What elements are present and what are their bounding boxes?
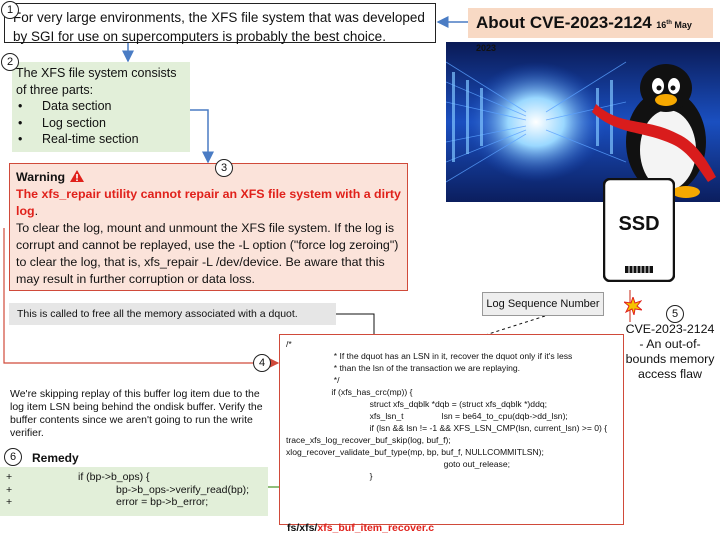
lsn-label: Log Sequence Number: [482, 292, 604, 316]
plus-sign: +: [6, 483, 13, 496]
code-line: xlog_recover_validate_buf_type(mp, bp, b…: [286, 447, 544, 457]
penguin-icon: [592, 64, 716, 198]
patch-line: + if (bp->b_ops) {: [0, 471, 268, 484]
xfs-parts-box: The XFS file system consists of three pa…: [12, 62, 190, 152]
patch-code: if (bp->b_ops) {: [78, 471, 150, 483]
remedy-title: Remedy: [32, 451, 79, 465]
xfs-intro-box: For very large environments, the XFS fil…: [4, 3, 436, 44]
plus-sign: +: [6, 496, 13, 508]
about-title: About CVE-2023-2124: [476, 13, 652, 32]
xfs-parts-list: Data section Log section Real-time secti…: [16, 98, 186, 148]
plus-sign: +: [6, 471, 13, 483]
code-line: * than the lsn of the transaction we are…: [286, 363, 521, 373]
code-line: }: [286, 471, 373, 481]
code-line: if (xfs_has_crc(mp)) {: [286, 387, 413, 397]
remedy-patch: + if (bp->b_ops) { + bp->b_ops->verify_rea…: [0, 467, 268, 516]
patch-line: + bp->b_ops->verify_read(bp);: [0, 484, 268, 497]
step-badge-3: 3: [215, 159, 233, 177]
list-item: Data section: [16, 98, 186, 115]
code-line: xfs_lsn_t lsn = be64_to_cpu(dqb->dd_lsn)…: [286, 411, 568, 421]
source-code-excerpt: /* * If the dquot has an LSN in it, reco…: [279, 334, 624, 525]
about-cve-banner: About CVE-2023-2124 16th May 2023: [468, 8, 713, 53]
skip-replay-note: We're skipping replay of this buffer log…: [10, 388, 263, 439]
patch-code: bp->b_ops->verify_read(bp);: [116, 483, 250, 496]
code-line: struct xfs_dqblk *dqb = (struct xfs_dqbl…: [286, 399, 548, 409]
warning-red-text: The xfs_repair utility cannot repair an …: [16, 187, 401, 218]
code-line: goto out_release;: [286, 459, 510, 469]
code-line: trace_xfs_log_recover_buf_skip(log, buf_…: [286, 435, 451, 445]
file-path: fs/xfs/xfs_buf_item_recover.c: [287, 522, 434, 534]
list-item: Log section: [16, 115, 186, 132]
warning-box: Warning The xfs_repair utility cannot re…: [9, 163, 408, 291]
arrow-box2-to-warning: [190, 109, 214, 164]
step-badge-4: 4: [253, 354, 271, 372]
warning-triangle-icon: [69, 170, 84, 182]
step-badge-2: 2: [1, 53, 19, 71]
code-line: */: [286, 375, 340, 385]
about-date: 16th May 2023: [476, 20, 692, 53]
patch-line: + error = bp->b_error;: [0, 496, 268, 509]
arrow-warning-to-code: [3, 228, 280, 368]
patch-code: error = bp->b_error;: [116, 496, 209, 508]
code-line: /*: [286, 339, 292, 349]
file-path-prefix: fs/xfs/: [287, 522, 318, 534]
code-line: * If the dquot has an LSN in it, recover…: [286, 351, 573, 361]
step-badge-6: 6: [4, 448, 22, 466]
free-memory-note: This is called to free all the memory as…: [9, 303, 336, 325]
explosion-icon: [624, 297, 642, 315]
step-badge-1: 1: [1, 1, 19, 19]
ssd-label: SSD: [618, 213, 659, 235]
warning-title: Warning: [16, 170, 66, 184]
server-room-illustration: [446, 42, 720, 202]
warning-body: To clear the log, mount and unmount the …: [16, 221, 399, 286]
warning-period: .: [34, 204, 39, 218]
xfs-intro-text: For very large environments, the XFS fil…: [13, 10, 425, 44]
cve-description: CVE-2023-2124 - An out-of-bounds memory …: [625, 322, 715, 381]
ssd-icon: SSD: [603, 178, 675, 282]
xfs-parts-intro: The XFS file system consists of three pa…: [16, 66, 177, 97]
list-item: Real-time section: [16, 131, 186, 148]
file-path-name: xfs_buf_item_recover.c: [317, 522, 435, 534]
step-badge-5: 5: [666, 305, 684, 323]
code-line: if (lsn && lsn != -1 && XFS_LSN_CMP(lsn,…: [286, 423, 608, 433]
